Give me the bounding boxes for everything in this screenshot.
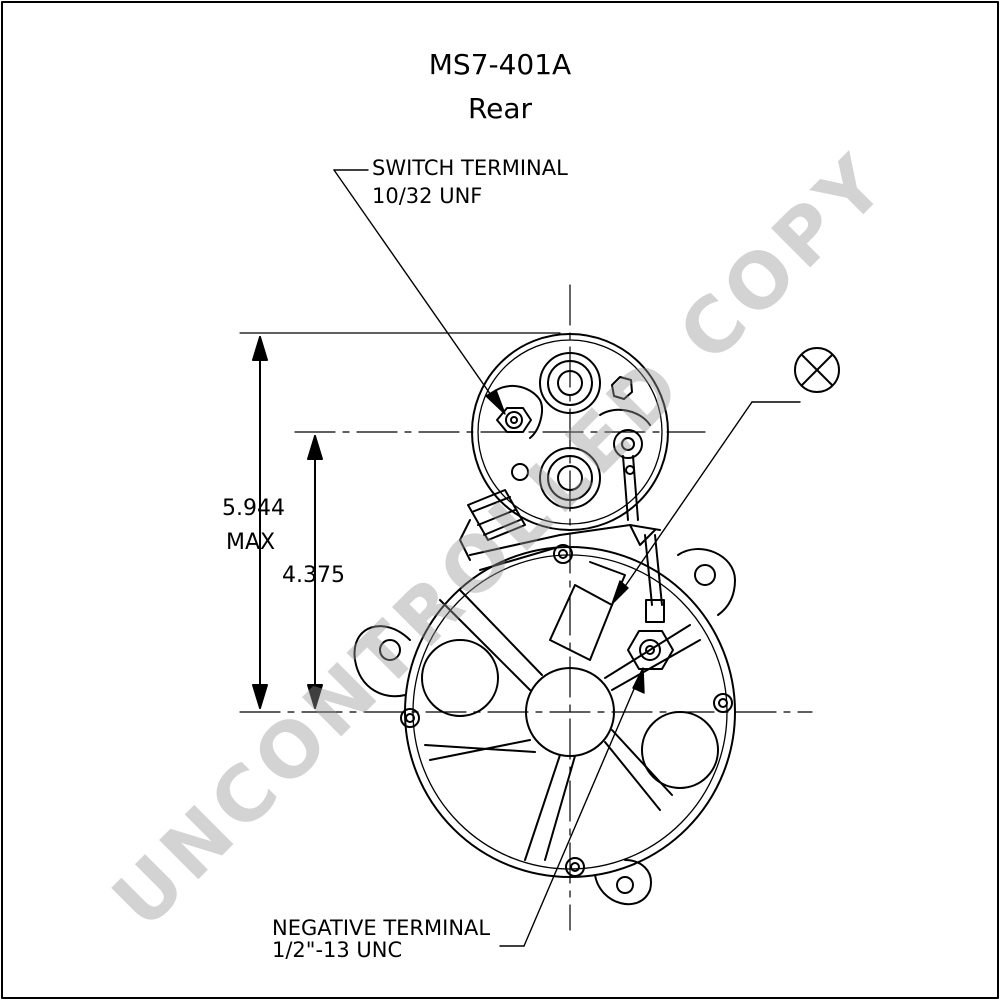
dimension-5944-value: 5.944 xyxy=(222,496,285,521)
switch-terminal-thread: 10/32 UNF xyxy=(372,184,483,208)
dimension-5944-line xyxy=(252,336,268,709)
negative-terminal-label: NEGATIVE TERMINAL xyxy=(272,916,491,940)
motor-end-housing xyxy=(353,534,736,906)
solenoid-stud xyxy=(459,489,526,561)
switch-terminal-label: SWITCH TERMINAL xyxy=(372,156,568,180)
negative-terminal-thread: 1/2"-13 UNC xyxy=(272,938,403,962)
dimension-4375-value: 4.375 xyxy=(282,563,345,588)
dimension-4375-line xyxy=(307,435,323,709)
dimension-5944-qualifier: MAX xyxy=(226,530,276,555)
leaders xyxy=(333,169,801,947)
solenoid-cap xyxy=(471,333,669,531)
drawing-title: MS7-401A xyxy=(428,48,572,81)
rotation-symbol xyxy=(794,347,840,393)
drawing-view: Rear xyxy=(467,92,533,125)
